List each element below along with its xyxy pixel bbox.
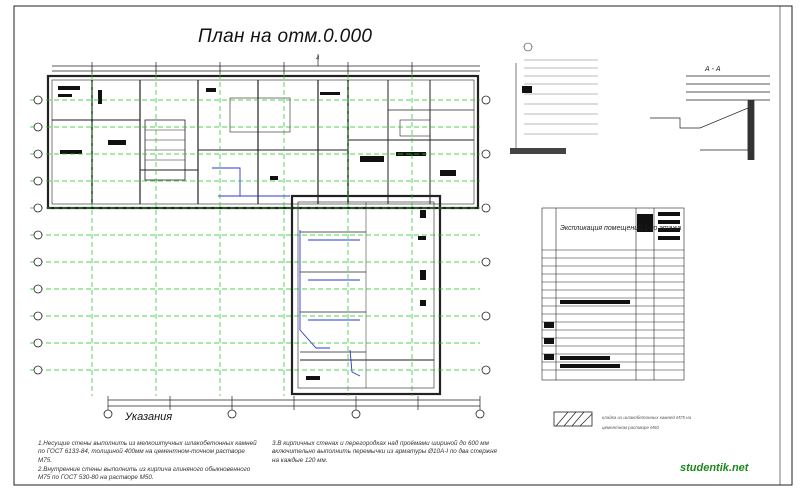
lower-block xyxy=(290,194,442,396)
section-wall xyxy=(748,100,754,160)
explication-table-fills xyxy=(544,212,680,368)
notes-title: Указания xyxy=(125,411,173,423)
grid-axes xyxy=(30,66,480,396)
left-axis-markers xyxy=(33,95,43,375)
bottom-axis-markers xyxy=(103,409,485,419)
note-2: 2.Внутренние стены выполнить из кирпича … xyxy=(38,466,251,482)
explication-table xyxy=(541,207,685,381)
bottom-dimension-line xyxy=(107,396,481,410)
drawing-title: План на отм.0.000 xyxy=(198,26,373,47)
legend-text-1: кладка из шлакобетонных камней М75 на xyxy=(602,415,692,420)
legend-hatch-lines xyxy=(555,411,593,427)
watermark: studentik.net xyxy=(680,462,749,474)
explication-title: Экспликация помещений 1-го этажа xyxy=(560,225,682,232)
site-note-mark xyxy=(522,86,532,93)
site-notes-lines xyxy=(524,59,598,135)
partition-lines xyxy=(212,167,361,377)
legend-hatch-box xyxy=(553,411,593,427)
top-dimension-line xyxy=(52,54,480,74)
legend-text-2: цементном растворе М50 xyxy=(602,425,659,430)
lower-block-fixtures xyxy=(306,210,426,380)
right-axis-markers xyxy=(481,95,491,375)
site-hatch xyxy=(510,148,566,154)
note-1: 1.Несущие стены выполнить из мелкоштучны… xyxy=(38,440,257,464)
section-title: А - А xyxy=(705,66,721,73)
note-3: 3.В кирпичных стенах и перегородках над … xyxy=(272,440,497,464)
axis-top-label: 4 xyxy=(316,56,320,62)
